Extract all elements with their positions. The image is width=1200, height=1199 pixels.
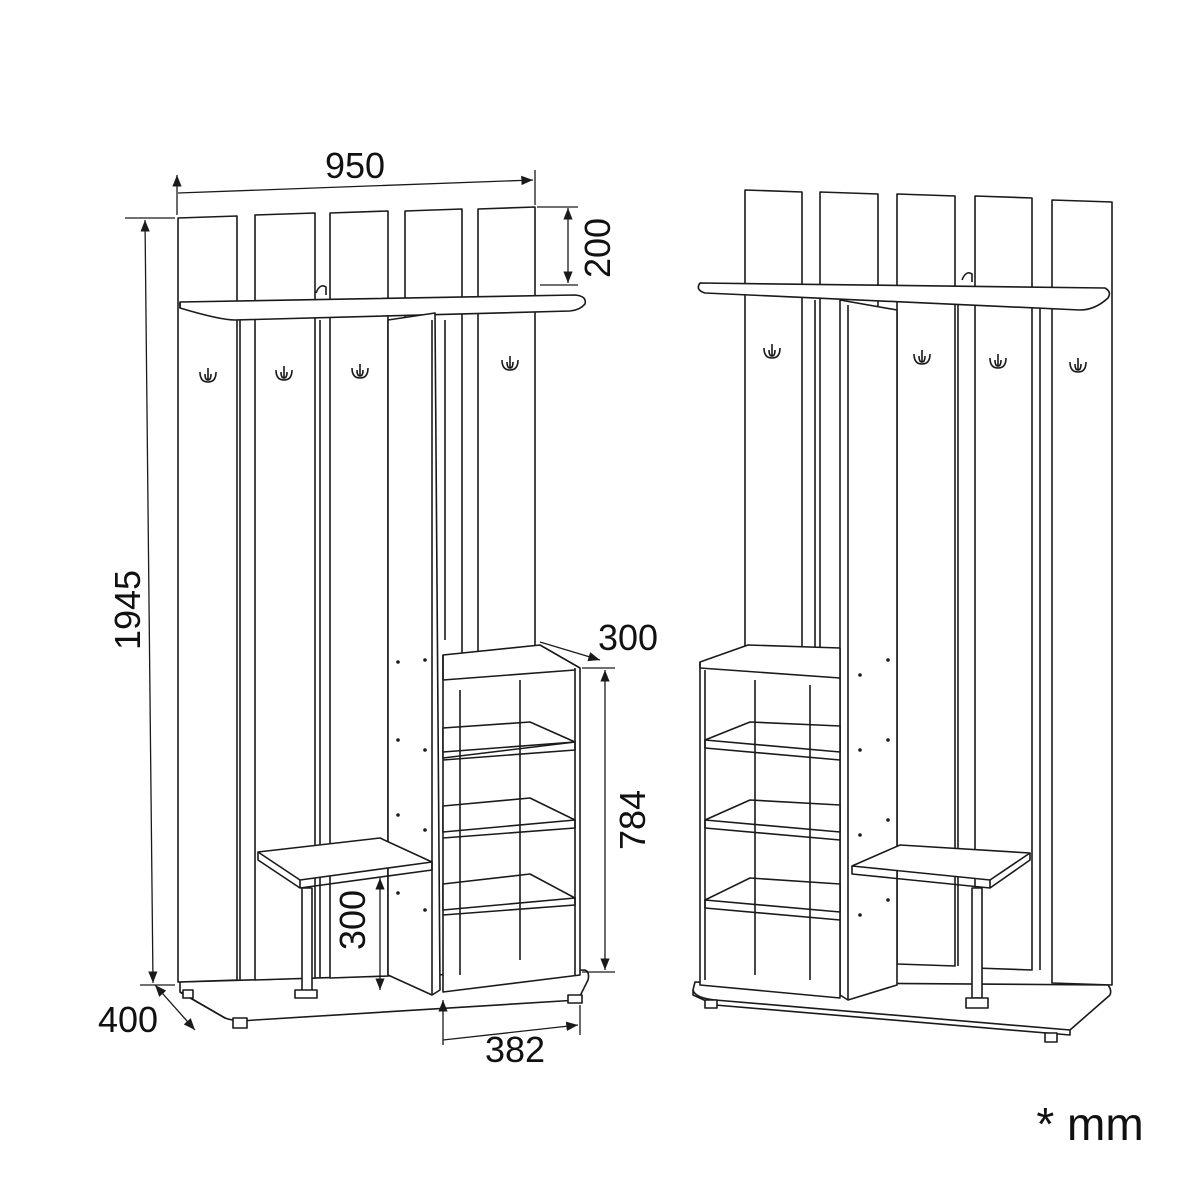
foot [182, 989, 194, 999]
left-unit-front-view [177, 206, 590, 1029]
dim-shoe-rack-height: 784 [612, 790, 653, 850]
dim-shoe-rack-width: 382 [485, 1029, 545, 1070]
top-shelf [179, 294, 587, 321]
bench [851, 844, 1031, 1009]
dim-bench-height: 300 [332, 890, 373, 950]
foot [1044, 1032, 1058, 1043]
dim-total-height: 1945 [107, 570, 148, 650]
dim-depth: 400 [98, 999, 158, 1040]
right-unit-front-view [692, 189, 1113, 1043]
bench [257, 837, 433, 999]
top-shelf [697, 282, 1111, 311]
shoe-rack [442, 644, 581, 993]
dim-shoe-rack-depth: 300 [598, 617, 658, 658]
dimension-lines [125, 170, 615, 1045]
shoe-rack [699, 644, 841, 999]
foot [704, 999, 718, 1009]
foot [567, 994, 583, 1004]
dim-top-panel-height: 200 [577, 218, 618, 278]
dim-width: 950 [325, 145, 385, 186]
foot [232, 1017, 248, 1029]
unit-note: * mm [1036, 1098, 1143, 1150]
